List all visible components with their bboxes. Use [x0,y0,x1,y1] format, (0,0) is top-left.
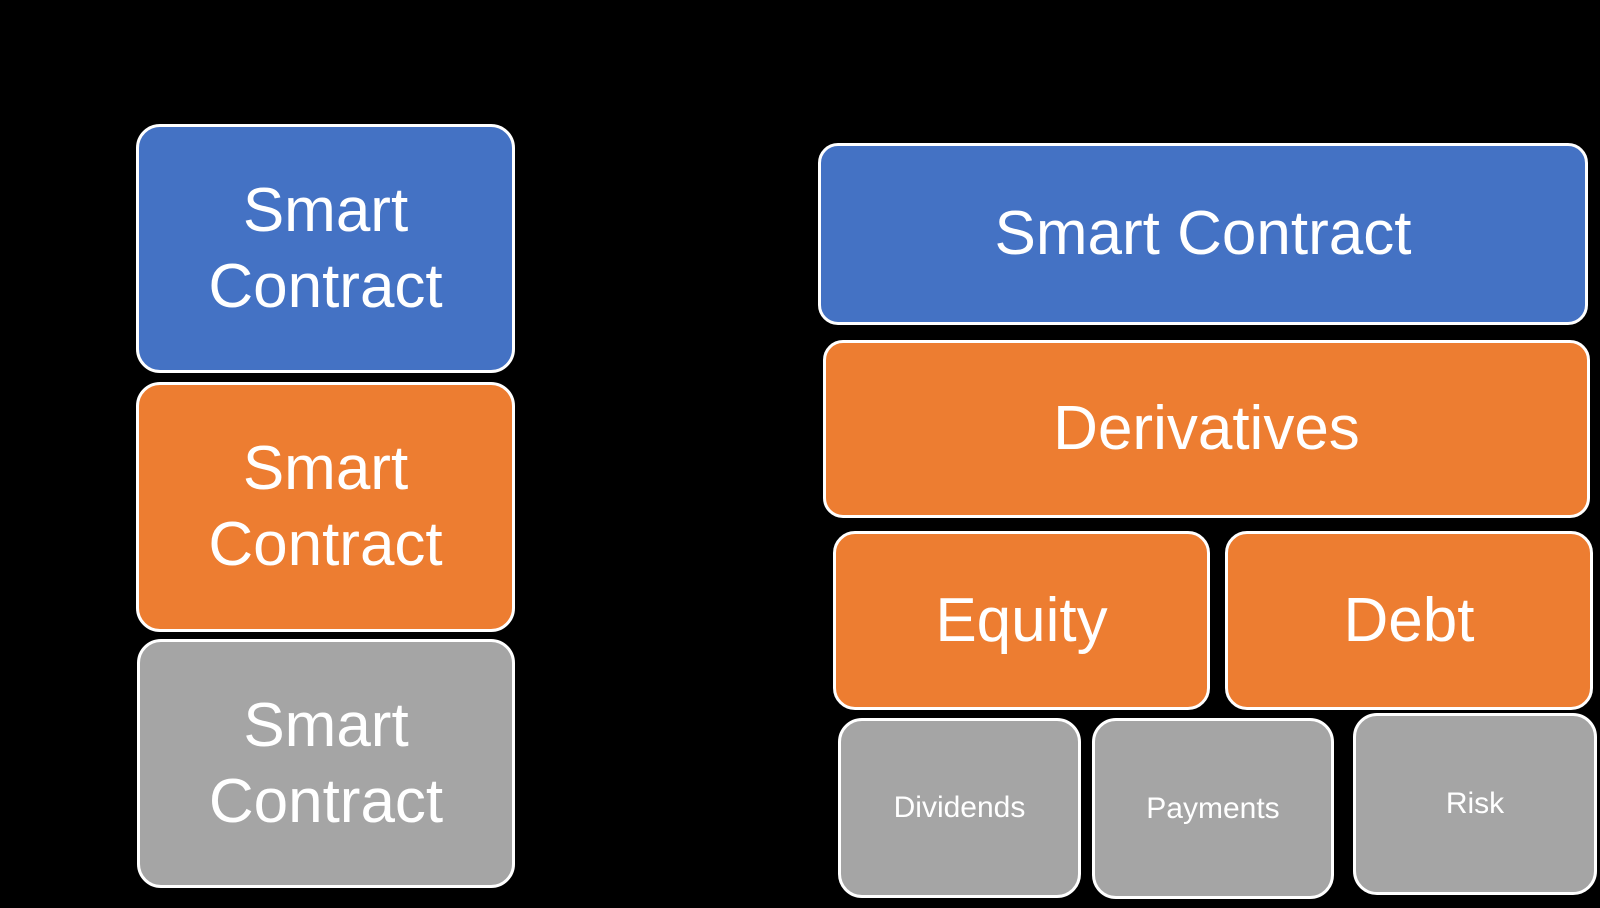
box-label: Equity [935,585,1108,655]
left-stack-smart-contract-box-orange: Smart Contract [136,382,515,632]
box-label: Payments [1146,791,1280,825]
box-label: Smart Contract [208,175,443,321]
hierarchy-debt-box: Debt [1225,531,1593,710]
hierarchy-risk-box: Risk [1353,713,1597,895]
box-label: Dividends [893,791,1026,824]
box-label: Debt [1343,585,1475,655]
hierarchy-smart-contract-box: Smart Contract [818,143,1588,325]
hierarchy-equity-box: Equity [833,531,1210,710]
left-stack-smart-contract-box-gray: Smart Contract [137,639,515,888]
box-label: Risk [1445,787,1505,820]
box-label: Smart Contract [994,199,1412,269]
left-stack-smart-contract-box-blue: Smart Contract [136,124,515,373]
hierarchy-dividends-box: Dividends [838,718,1081,898]
hierarchy-derivatives-box: Derivatives [823,340,1590,518]
box-label: Derivatives [1053,394,1360,464]
hierarchy-payments-box: Payments [1092,718,1334,899]
box-label: Smart Contract [208,434,443,579]
box-label: Smart Contract [208,690,444,836]
